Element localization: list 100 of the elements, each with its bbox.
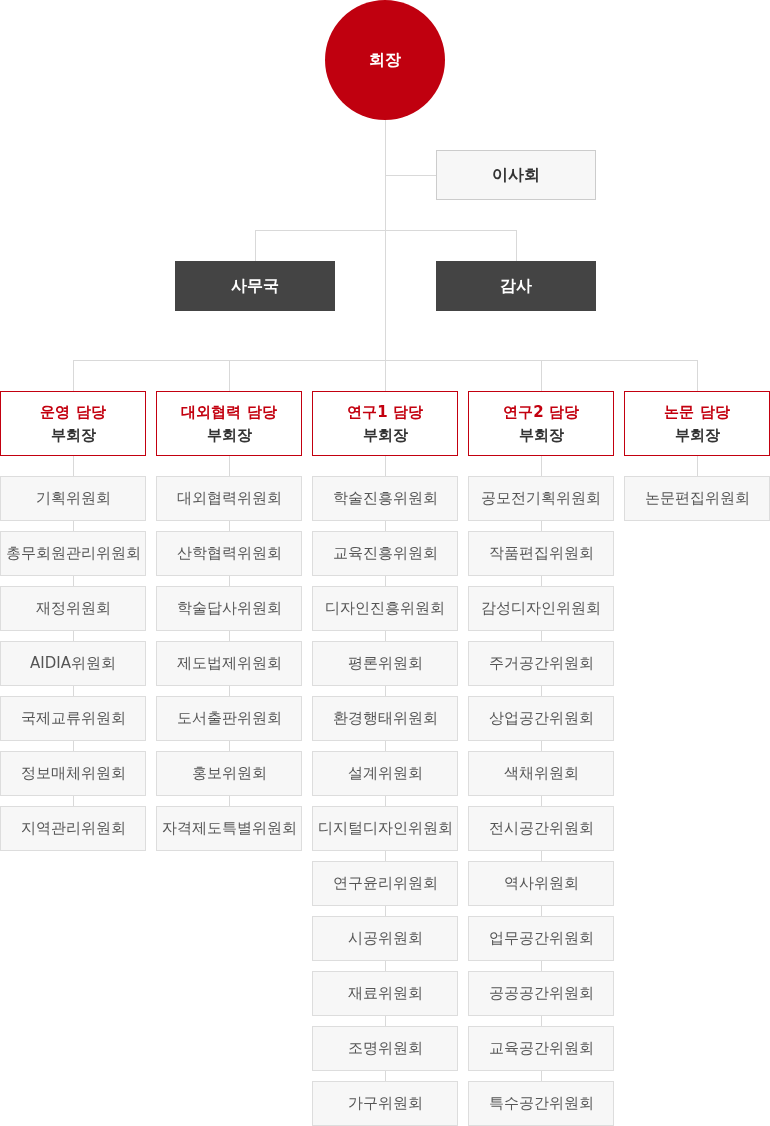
committee-box (0, 476, 146, 521)
connector-line (540, 1015, 542, 1027)
connector-line (540, 685, 542, 697)
committee-box (156, 476, 302, 521)
division-title: 연구2 담당 (503, 401, 579, 423)
committee-box (0, 531, 146, 576)
node-label: 특수공간위원회 (488, 1094, 594, 1113)
committee-box (156, 806, 302, 851)
committee-box (312, 1026, 458, 1071)
division-box (468, 391, 614, 456)
node-label: 교육공간위원회 (488, 1039, 594, 1058)
committee-box (468, 916, 614, 961)
connector-line (540, 575, 542, 587)
division-title: 연구1 담당 (347, 401, 423, 423)
node-label: 산학협력위원회 (176, 544, 282, 563)
connector-line (540, 740, 542, 752)
node-label: 역사위원회 (503, 874, 579, 893)
node-label: 색채위원회 (503, 764, 579, 783)
node-label: 재료위원회 (347, 984, 423, 1003)
org-box (436, 150, 596, 200)
connector-line (384, 795, 386, 807)
connector-line (228, 455, 230, 477)
connector-line (384, 174, 437, 176)
node-label: 감성디자인위원회 (481, 599, 601, 618)
node-label: 기획위원회 (35, 489, 111, 508)
connector-line (384, 520, 386, 532)
node-label: 주거공간위원회 (488, 654, 594, 673)
connector-line (228, 359, 386, 361)
node-label: 설계위원회 (347, 764, 423, 783)
connector-line (540, 359, 698, 392)
connector-line (384, 1070, 386, 1082)
connector-line (228, 795, 230, 807)
connector-line (384, 174, 386, 231)
division-box (156, 391, 302, 456)
committee-box (468, 531, 614, 576)
committee-box (0, 751, 146, 796)
committee-box (468, 586, 614, 631)
connector-line (384, 359, 542, 361)
connector-line (72, 575, 74, 587)
connector-line (228, 359, 230, 392)
connector-line (540, 795, 542, 807)
connector-line (540, 520, 542, 532)
committee-box (624, 476, 770, 521)
committee-box (468, 971, 614, 1016)
node-label: 논문편집위원회 (644, 489, 750, 508)
connector-line (384, 1015, 386, 1027)
committee-box (156, 586, 302, 631)
node-label: 시공위원회 (347, 929, 423, 948)
connector-line (72, 740, 74, 752)
committee-box (468, 641, 614, 686)
committee-box (0, 696, 146, 741)
org-box (436, 261, 596, 311)
node-label: 상업공간위원회 (488, 709, 594, 728)
committee-box (468, 476, 614, 521)
node-label: 디자인진흥위원회 (325, 599, 445, 618)
committee-box (312, 806, 458, 851)
committee-box (312, 916, 458, 961)
org-box (175, 261, 335, 311)
committee-box (312, 586, 458, 631)
node-label: 공모전기획위원회 (481, 489, 601, 508)
committee-box (312, 476, 458, 521)
committee-box (312, 531, 458, 576)
node-label: 대외협력위원회 (176, 489, 282, 508)
connector-line (228, 630, 230, 642)
connector-line (384, 850, 386, 862)
connector-line (540, 1070, 542, 1082)
connector-line (72, 359, 230, 392)
committee-box (156, 531, 302, 576)
connector-line (384, 960, 386, 972)
node-label: 제도법제위원회 (176, 654, 282, 673)
position-label: 부회장 (206, 424, 252, 446)
connector-line (540, 630, 542, 642)
committee-box (156, 751, 302, 796)
connector-line (72, 795, 74, 807)
committee-box (468, 696, 614, 741)
connector-line (228, 575, 230, 587)
connector-line (384, 575, 386, 587)
position-label: 부회장 (362, 424, 408, 446)
committee-box (312, 1081, 458, 1126)
connector-line (228, 520, 230, 532)
committee-box (0, 586, 146, 631)
connector-line (384, 119, 386, 176)
committee-box (312, 641, 458, 686)
committee-box (156, 641, 302, 686)
connector-line (72, 630, 74, 642)
division-title: 운영 담당 (40, 401, 106, 423)
node-label: 연구윤리위원회 (332, 874, 438, 893)
position-label: 부회장 (518, 424, 564, 446)
node-label: 총무회원관리위원회 (5, 544, 141, 563)
committee-box (0, 641, 146, 686)
connector-line (228, 685, 230, 697)
connector-line (384, 740, 386, 752)
node-label: 가구위원회 (347, 1094, 423, 1113)
node-label: 환경행태위원회 (332, 709, 438, 728)
connector-line (384, 455, 386, 477)
division-box (312, 391, 458, 456)
committee-box (468, 1026, 614, 1071)
connector-line (540, 905, 542, 917)
node-label: 공공공간위원회 (488, 984, 594, 1003)
connector-line (384, 685, 386, 697)
